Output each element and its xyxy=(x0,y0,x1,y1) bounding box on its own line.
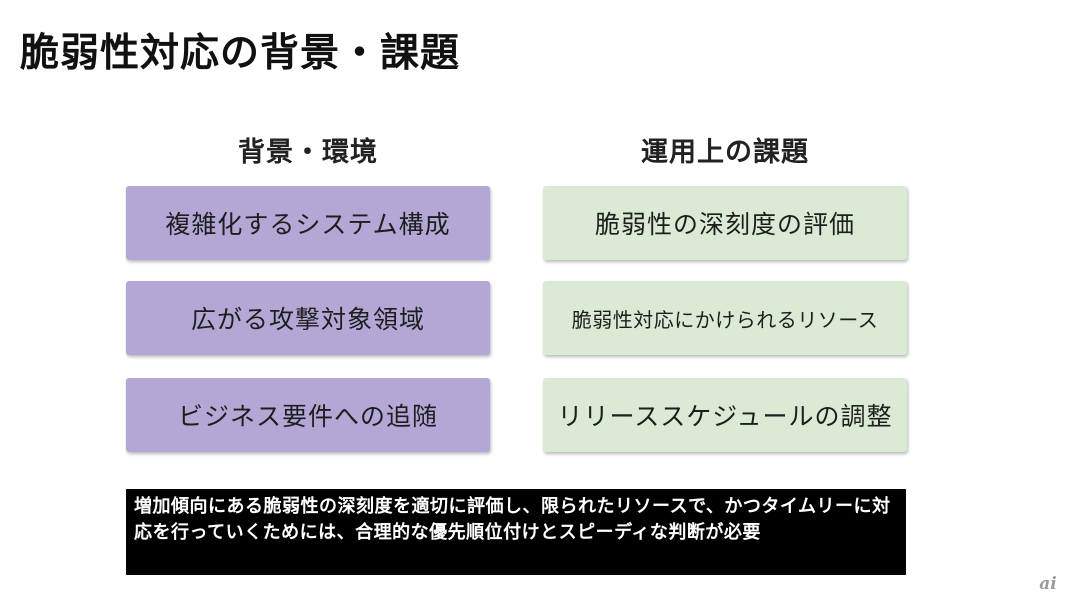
issue-card-3: リリーススケジュールの調整 xyxy=(543,378,907,452)
issue-card-label: 脆弱性の深刻度の評価 xyxy=(594,210,855,239)
background-card-label: 複雑化するシステム構成 xyxy=(165,210,451,239)
background-card-1: 複雑化するシステム構成 xyxy=(126,186,490,260)
issue-card-label: リリーススケジュールの調整 xyxy=(557,402,893,431)
background-card-label: 広がる攻撃対象領域 xyxy=(190,305,425,334)
issue-card-2: 脆弱性対応にかけられるリソース xyxy=(543,281,907,355)
background-card-3: ビジネス要件への追随 xyxy=(126,378,490,452)
svg-text:ai: ai xyxy=(1039,574,1056,594)
issue-card-1: 脆弱性の深刻度の評価 xyxy=(543,186,907,260)
background-heading: 背景・環境 xyxy=(238,137,378,168)
background-card-2: 広がる攻撃対象領域 xyxy=(126,281,490,355)
page-title: 脆弱性対応の背景・課題 xyxy=(20,31,461,76)
issues-heading: 運用上の課題 xyxy=(641,137,809,168)
background-card-label: ビジネス要件への追随 xyxy=(177,402,438,431)
issue-card-label: 脆弱性対応にかけられるリソース xyxy=(571,307,879,332)
summary-box: 増加傾向にある脆弱性の深刻度を適切に評価し、限られたリソースで、かつタイムリーに… xyxy=(126,489,906,575)
ai-logo-icon: ai xyxy=(1039,574,1056,594)
